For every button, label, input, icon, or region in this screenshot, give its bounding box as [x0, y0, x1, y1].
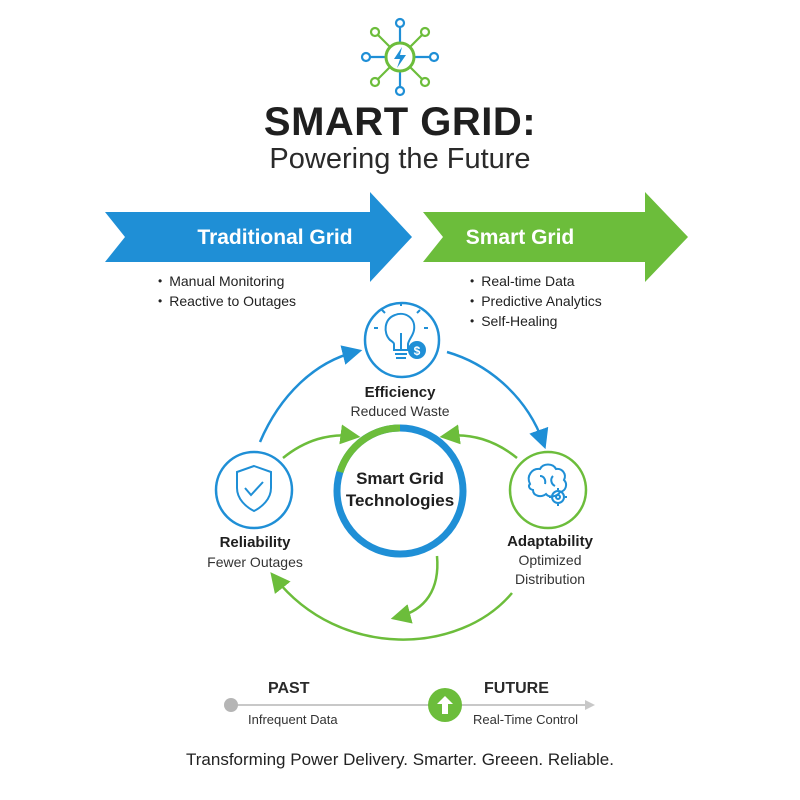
adaptability-subtitle-line2: Distribution [514, 571, 586, 587]
list-item: Manual Monitoring [158, 272, 296, 292]
smart-grid-label: Smart Grid [465, 226, 575, 249]
efficiency-subtitle: Reduced Waste [350, 403, 450, 419]
timeline [224, 688, 595, 722]
lightbulb-dollar-icon [374, 302, 428, 359]
cycle-arrow-adaptability-to-reliability [270, 572, 513, 641]
up-arrow-icon [437, 696, 453, 714]
smart-grid-arrow [423, 192, 688, 282]
traditional-grid-arrow [105, 192, 412, 282]
page-title: SMART GRID: [263, 100, 537, 144]
past-subtitle: Infrequent Data [248, 712, 338, 727]
brain-gear-icon [527, 463, 568, 506]
adaptability-subtitle-line1: Optimized [518, 552, 582, 568]
list-item: Predictive Analytics [470, 292, 602, 312]
center-label-line2: Technologies [345, 491, 455, 510]
inner-arrow-right [439, 424, 518, 459]
adaptability-subtitle: Optimized Distribution [480, 551, 620, 589]
traditional-bullet-list: Manual Monitoring Reactive to Outages [158, 272, 296, 312]
future-label: FUTURE [484, 680, 549, 697]
traditional-grid-label: Traditional Grid [197, 226, 353, 249]
shield-check-icon [236, 464, 272, 513]
adaptability-title: Adaptability [507, 533, 593, 550]
past-dot [224, 698, 238, 712]
lightning-network-icon [360, 17, 440, 97]
list-item: Reactive to Outages [158, 292, 296, 312]
center-ring [333, 424, 467, 558]
reliability-subtitle: Fewer Outages [207, 554, 303, 570]
inner-arrow-left [282, 424, 361, 459]
center-label: Smart Grid Technologies [340, 468, 460, 512]
smart-bullet-list: Real-time Data Predictive Analytics Self… [470, 272, 602, 332]
inner-arrow-bottom [390, 555, 439, 624]
cycle-arrow-efficiency-to-adaptability [446, 350, 549, 450]
past-label: PAST [268, 680, 310, 697]
dollar-badge [408, 341, 426, 359]
cycle-arrow-reliability-to-efficiency [258, 345, 363, 443]
list-item: Real-time Data [470, 272, 602, 292]
efficiency-title: Efficiency [364, 384, 436, 401]
reliability-title: Reliability [219, 534, 291, 551]
dollar-icon: $ [414, 344, 421, 358]
future-subtitle: Real-Time Control [473, 712, 578, 727]
list-item: Self-Healing [470, 312, 602, 332]
footer-tagline: Transforming Power Delivery. Smarter. Gr… [186, 750, 614, 769]
page-subtitle: Powering the Future [269, 143, 531, 175]
reliability-node [214, 450, 294, 530]
comparison-arrows [105, 192, 688, 282]
adaptability-node [508, 450, 588, 530]
center-label-line1: Smart Grid [356, 469, 444, 488]
